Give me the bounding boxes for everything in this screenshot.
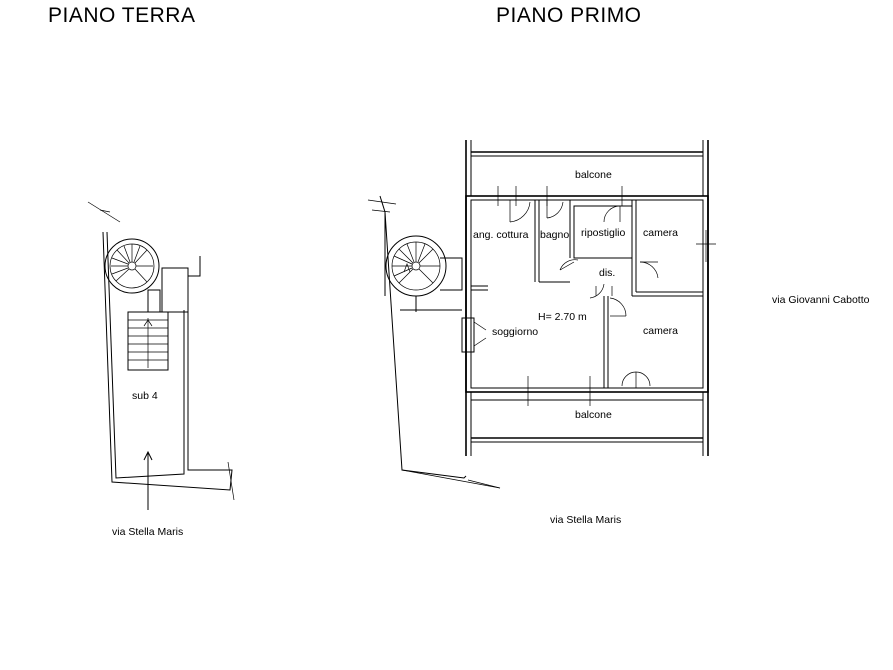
side-street-label: via Giovanni Cabotto	[772, 294, 870, 306]
ground-outer-wall	[102, 231, 233, 491]
bedroom-2-label: camera	[643, 325, 678, 337]
stair-connector	[440, 257, 463, 291]
terrain-edge	[371, 209, 391, 213]
terrain-edge	[401, 469, 501, 489]
doors	[509, 200, 659, 388]
first-floor-plan: balcone	[367, 140, 870, 526]
chimney	[461, 317, 475, 353]
ground-edge-line	[99, 209, 111, 213]
first-apartment-inner	[470, 199, 704, 389]
ground-unit-label: sub 4	[132, 390, 158, 402]
bathroom-label: bagno	[540, 229, 569, 241]
hallway-label: dis.	[599, 267, 615, 279]
ground-entrance-arrowhead	[143, 450, 153, 461]
chimney-line	[473, 321, 487, 331]
ground-straight-stair	[127, 311, 169, 371]
bottom-balcony-label: balcone	[575, 409, 612, 421]
ground-spiral-stair	[104, 238, 160, 294]
bottom-balcony	[471, 399, 703, 443]
first-terrain-outline	[379, 195, 386, 296]
top-balcony	[471, 151, 703, 157]
ground-street-label: via Stella Maris	[112, 526, 183, 538]
top-balcony-label: balcone	[575, 169, 612, 181]
first-street-label: via Stella Maris	[550, 514, 621, 526]
window-marks	[497, 186, 716, 406]
storage-label: ripostiglio	[581, 227, 626, 239]
terrain-edge	[367, 199, 397, 205]
bedroom-1-label: camera	[643, 227, 678, 239]
ceiling-height-label: H= 2.70 m	[538, 311, 587, 323]
ground-inner-wall	[106, 231, 185, 479]
chimney-line	[473, 337, 487, 347]
kitchen-label: ang. cottura	[473, 229, 529, 241]
ground-edge-line	[227, 461, 235, 501]
ground-floor-title: PIANO TERRA	[48, 4, 196, 27]
ground-edge-line	[87, 201, 121, 223]
first-spiral-stair	[385, 235, 447, 297]
first-terrain-outline	[384, 211, 467, 479]
living-room-label: soggiorno	[492, 326, 538, 338]
first-floor-title: PIANO PRIMO	[496, 4, 642, 27]
ground-side-room	[161, 267, 189, 313]
ground-floor-plan: sub 4 via Stella Maris	[87, 201, 235, 538]
ground-landing	[147, 289, 161, 313]
terrain-edge	[467, 479, 501, 489]
first-apartment-walls	[465, 195, 709, 393]
